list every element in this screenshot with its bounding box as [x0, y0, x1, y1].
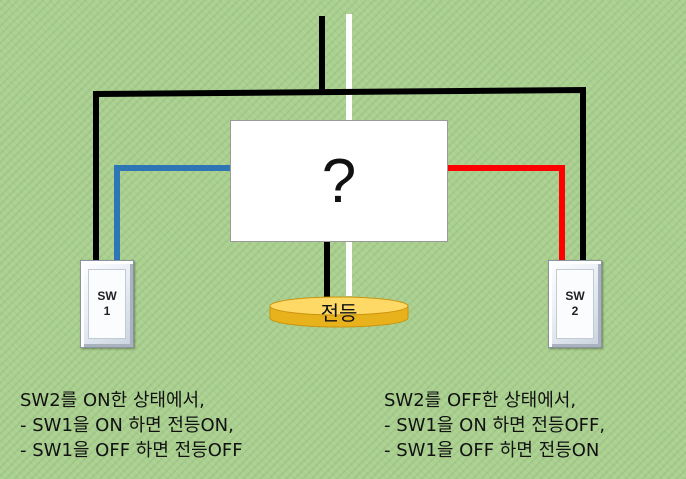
switch-2: SW 2: [548, 260, 602, 348]
caption-right: SW2를 OFF한 상태에서, - SW1을 ON 하면 전등OFF, - SW…: [384, 388, 605, 463]
switch-1: SW 1: [80, 260, 134, 348]
unknown-component-box: ?: [230, 120, 448, 242]
caption-left-line: - SW1을 ON 하면 전등ON,: [20, 415, 234, 436]
switch-1-label-line1: SW: [97, 289, 117, 303]
caption-right-line: - SW1을 ON 하면 전등OFF,: [384, 415, 606, 436]
blue-wire: [114, 165, 232, 262]
question-mark: ?: [321, 146, 357, 216]
caption-left-line: SW2를 ON한 상태에서,: [20, 390, 205, 411]
caption-right-line: SW2를 OFF한 상태에서,: [384, 390, 577, 411]
red-wire: [446, 165, 565, 262]
caption-right-line: - SW1을 OFF 하면 전등ON: [384, 440, 600, 461]
switch-2-label-line2: 2: [571, 304, 579, 318]
lamp-icon: [269, 296, 409, 328]
caption-left: SW2를 ON한 상태에서, - SW1을 ON 하면 전등ON, - SW1을…: [20, 388, 243, 463]
lamp-label: 전등: [320, 300, 358, 325]
switch-2-label-line1: SW: [565, 289, 585, 303]
caption-left-line: - SW1을 OFF 하면 전등OFF: [20, 440, 243, 461]
switch-1-label-line2: 1: [103, 304, 111, 318]
black-common-wire: [93, 86, 586, 262]
